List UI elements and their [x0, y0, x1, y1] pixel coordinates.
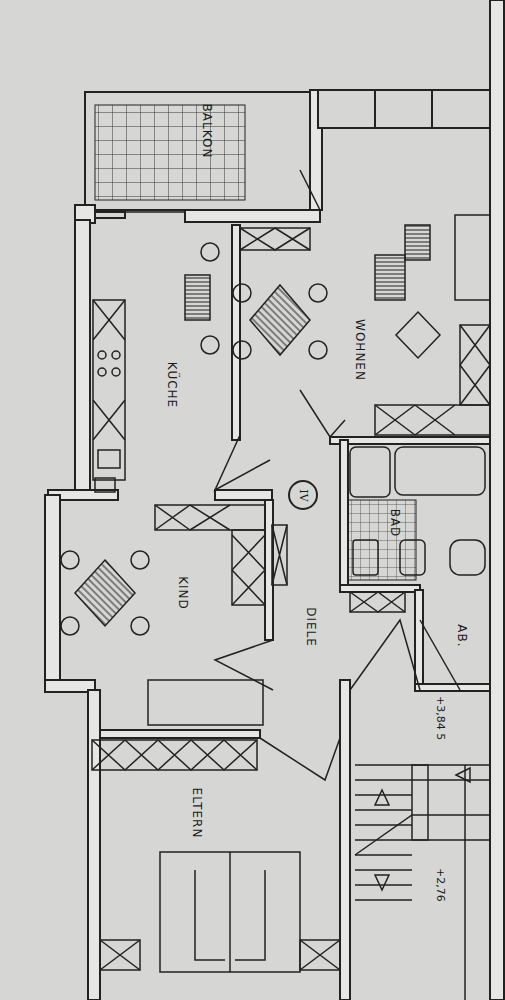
room-name: KIND	[176, 576, 190, 610]
room-name: AB.	[455, 624, 469, 647]
room-name: BAD	[388, 509, 402, 538]
room-name: BALKON	[200, 104, 214, 159]
level-circle: IV	[288, 480, 318, 510]
room-area: ELTERN	[165, 775, 230, 850]
room-name: DIELE	[303, 607, 317, 647]
room-name: WOHNEN	[353, 319, 367, 381]
room-name: KÜCHE	[165, 362, 179, 408]
level-height: +3,84 5	[434, 696, 447, 740]
room-name: ELTERN	[191, 787, 205, 838]
level-height: +2,76	[434, 868, 447, 902]
floor-number: IV	[296, 489, 309, 501]
room-area: KÜCHE	[140, 340, 205, 430]
room-area: KIND	[155, 555, 210, 630]
room-area: BALKON	[180, 100, 235, 163]
room-area: BAD	[370, 498, 420, 548]
room-area: AB.	[438, 608, 486, 663]
room-area: WOHNEN	[330, 300, 390, 400]
room-area: DIELE IV	[283, 470, 338, 680]
